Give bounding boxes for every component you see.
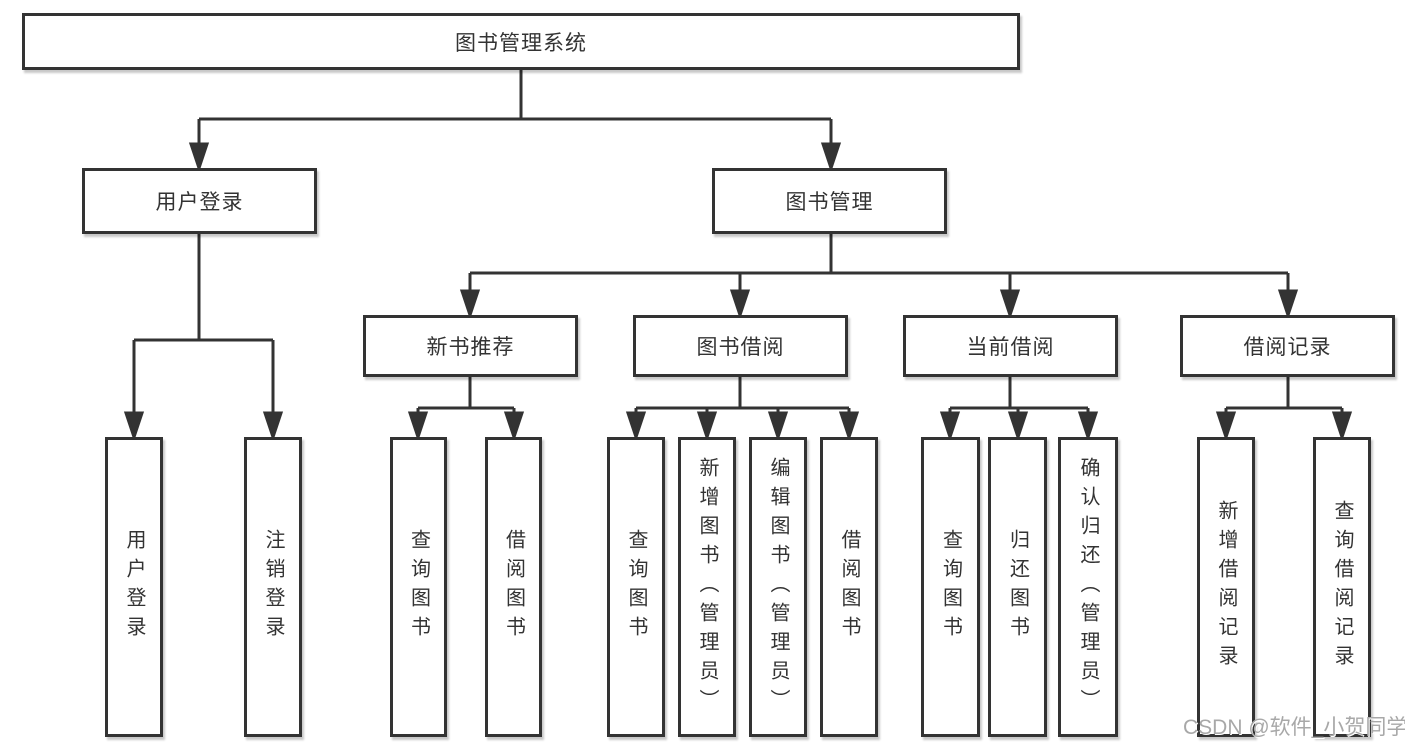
leaf-label: 查询借阅记录 [1331,500,1353,674]
node-current-borrowing: 当前借阅 [903,315,1118,377]
leaf-query-books-borrow: 查询图书 [607,437,665,737]
leaf-label: 借阅图书 [838,529,860,645]
leaf-borrow-books-newbook: 借阅图书 [485,437,542,737]
leaf-user-login: 用户登录 [105,437,163,737]
branch-user-login [123,234,284,442]
leaf-label: 编辑图书（管理员） [767,456,789,718]
node-label: 图书管理系统 [455,31,587,55]
leaf-label: 查询图书 [625,529,647,645]
branch-current-borrow [939,377,1099,442]
leaf-label: 归还图书 [1006,529,1029,645]
leaf-add-books-admin: 新增图书（管理员） [678,437,736,737]
leaf-confirm-return-admin: 确认归还（管理员） [1058,437,1118,737]
leaf-label: 注销登录 [262,529,284,645]
node-book-borrowing: 图书借阅 [633,315,848,377]
leaf-label: 用户登录 [123,529,145,645]
leaf-query-books-current: 查询图书 [921,437,980,737]
branch-root-to-level2 [188,70,842,173]
leaf-add-borrow-record: 新增借阅记录 [1197,437,1255,737]
leaf-label: 借阅图书 [502,529,525,645]
leaf-label: 确认归还（管理员） [1077,456,1099,718]
leaf-label: 新增图书（管理员） [696,456,718,718]
leaf-logout: 注销登录 [244,437,302,737]
node-book-management-system: 图书管理系统 [22,13,1020,70]
node-label: 新书推荐 [426,336,515,359]
leaf-borrow-books-borrow: 借阅图书 [820,437,878,737]
branch-borrow-record [1215,377,1353,442]
node-label: 图书借阅 [696,336,785,359]
branch-book-borrow [625,377,860,442]
leaf-query-books-newbook: 查询图书 [390,437,447,737]
leaf-label: 查询图书 [939,529,962,645]
node-label: 用户登录 [155,191,244,214]
node-user-login: 用户登录 [82,168,317,234]
node-label: 借阅记录 [1243,336,1332,359]
branch-new-book [407,377,525,442]
leaf-edit-books-admin: 编辑图书（管理员） [749,437,807,737]
leaf-label: 查询图书 [407,529,430,645]
node-book-management: 图书管理 [712,168,947,234]
node-label: 图书管理 [785,191,874,214]
node-borrowing-records: 借阅记录 [1180,315,1395,377]
leaf-query-borrow-record: 查询借阅记录 [1313,437,1371,737]
node-label: 当前借阅 [966,336,1055,359]
node-new-book-recommendation: 新书推荐 [363,315,578,377]
branch-book-management [459,234,1299,320]
leaf-return-books: 归还图书 [988,437,1047,737]
csdn-watermark: CSDN @软件_小贺同学 [1183,716,1405,739]
leaf-label: 新增借阅记录 [1215,500,1237,674]
